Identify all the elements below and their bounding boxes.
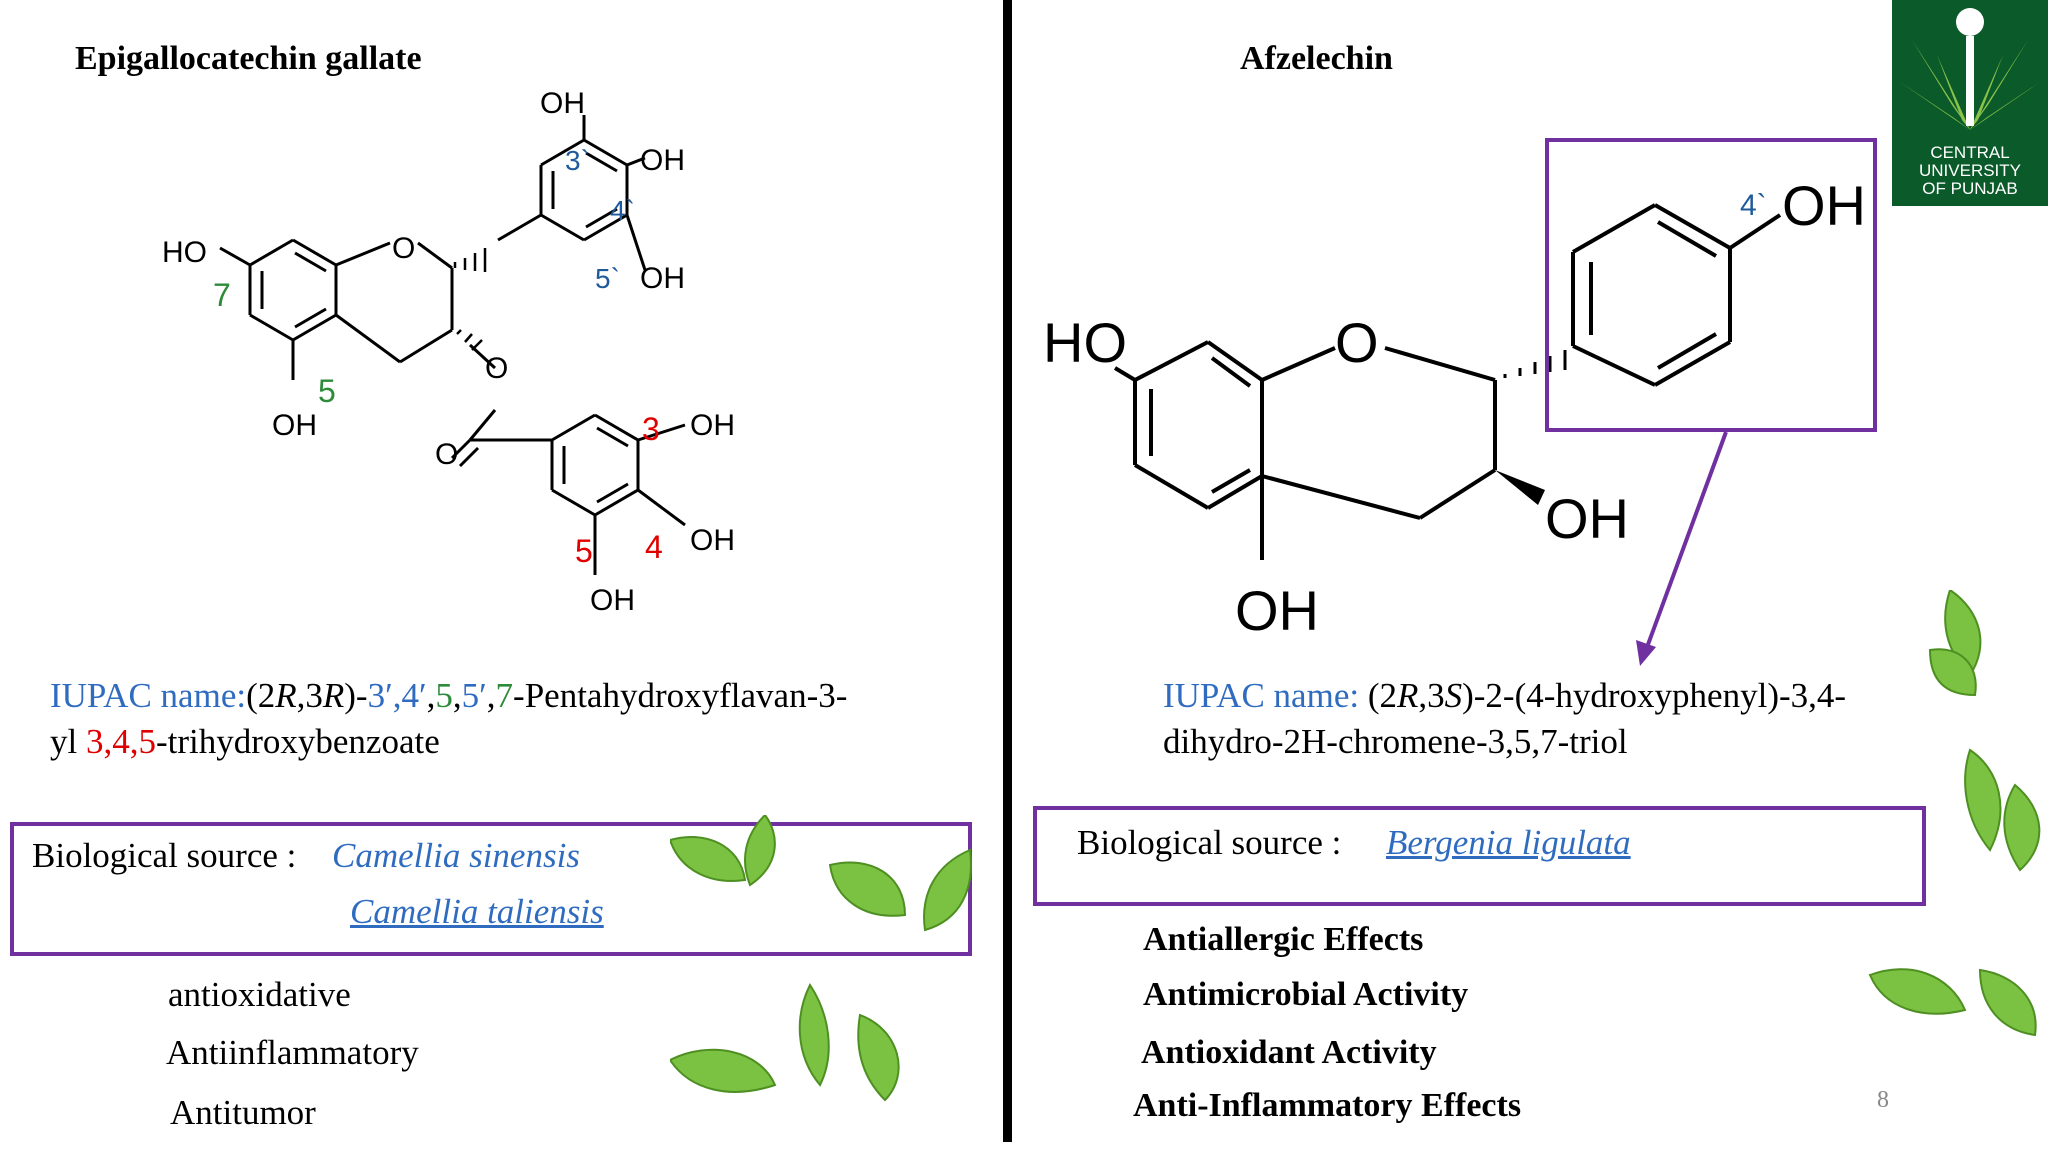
afz-activity-4: Anti-Inflammatory Effects (1133, 1087, 1522, 1124)
afzelechin-title: Afzelechin (1240, 40, 1393, 77)
oh-g3-label: OH (690, 409, 735, 442)
logo-emblem-icon (1897, 8, 2043, 130)
egcg-source-label: Biological source : (32, 836, 297, 875)
pos-g4-label: 4 (645, 529, 663, 565)
pos-3p-label: 3` (565, 145, 590, 176)
logo-text-line3: OF PUNJAB (1922, 179, 2018, 198)
afz-activity-1: Antiallergic Effects (1143, 921, 1424, 958)
oh-top-label: OH (540, 87, 585, 120)
afz-o-ring-label: O (1335, 311, 1379, 374)
pos-5p-label: 5` (595, 263, 620, 294)
pos-7-label: 7 (213, 277, 231, 313)
university-logo: CENTRAL UNIVERSITY OF PUNJAB (1892, 0, 2048, 206)
oh-4p-label: OH (640, 144, 685, 177)
o-ester-label: O (485, 352, 508, 385)
oh-g5-label: OH (590, 584, 635, 617)
oh-5-label: OH (272, 409, 317, 442)
page-number: 8 (1877, 1087, 1889, 1113)
pos-4p-label: 4` (610, 195, 635, 226)
afz-oh-3-label: OH (1545, 487, 1629, 550)
egcg-source-2-link[interactable]: Camellia taliensis (350, 892, 604, 931)
afz-source-label: Biological source : (1077, 823, 1342, 862)
afz-activity-2: Antimicrobial Activity (1143, 976, 1469, 1013)
ho-7-label: HO (162, 236, 207, 269)
afz-source-link[interactable]: Bergenia ligulata (1386, 823, 1631, 862)
tea-leaves-left-icon (670, 815, 972, 1102)
tea-leaves-right-icon (1868, 590, 2041, 1037)
egcg-structure: OH OH OH HO O OH O O OH OH OH 3` 4` 5` 7… (162, 87, 735, 617)
oh-g4-label: OH (690, 524, 735, 557)
o-ring-label: O (392, 232, 415, 265)
iupac-label: IUPAC name: (50, 676, 247, 715)
logo-text-line1: CENTRAL (1930, 143, 2010, 162)
afz-oh-4p-label: OH (1782, 174, 1866, 237)
afz-ho-7-label: HO (1043, 311, 1127, 374)
egcg-source-box (10, 822, 972, 956)
afzelechin-structure: HO O OH OH OH 4` (1043, 160, 1877, 642)
afz-oh-5-label: OH (1235, 579, 1319, 642)
logo-text-line2: UNIVERSITY (1918, 161, 2022, 180)
pos-5-label: 5 (318, 373, 336, 409)
column-divider (1003, 0, 1012, 1142)
afz-pos-4p-label: 4` (1740, 189, 1767, 222)
egcg-activity-1: antioxidative (168, 975, 351, 1014)
afz-source-box (1033, 806, 1926, 906)
egcg-source-1: Camellia sinensis (332, 836, 580, 875)
afzelechin-iupac-name: IUPAC name: (2R,3S)-2-(4-hydroxyphenyl)-… (1163, 676, 1847, 761)
pos-g3-label: 3 (642, 411, 660, 447)
o-carbonyl-label: O (435, 438, 458, 471)
egcg-activity-2: Antiinflammatory (166, 1033, 419, 1072)
afz-activity-3: Antioxidant Activity (1141, 1034, 1437, 1071)
egcg-activity-3: Antitumor (170, 1093, 316, 1132)
oh-5p-label: OH (640, 262, 685, 295)
egcg-title: Epigallocatechin gallate (75, 40, 422, 77)
egcg-iupac-name: IUPAC name:(2R,3R)-3′,4′,5,5′,7-Pentahyd… (50, 676, 848, 761)
b-ring-highlight (1545, 138, 1877, 666)
pos-g5-label: 5 (575, 533, 593, 569)
